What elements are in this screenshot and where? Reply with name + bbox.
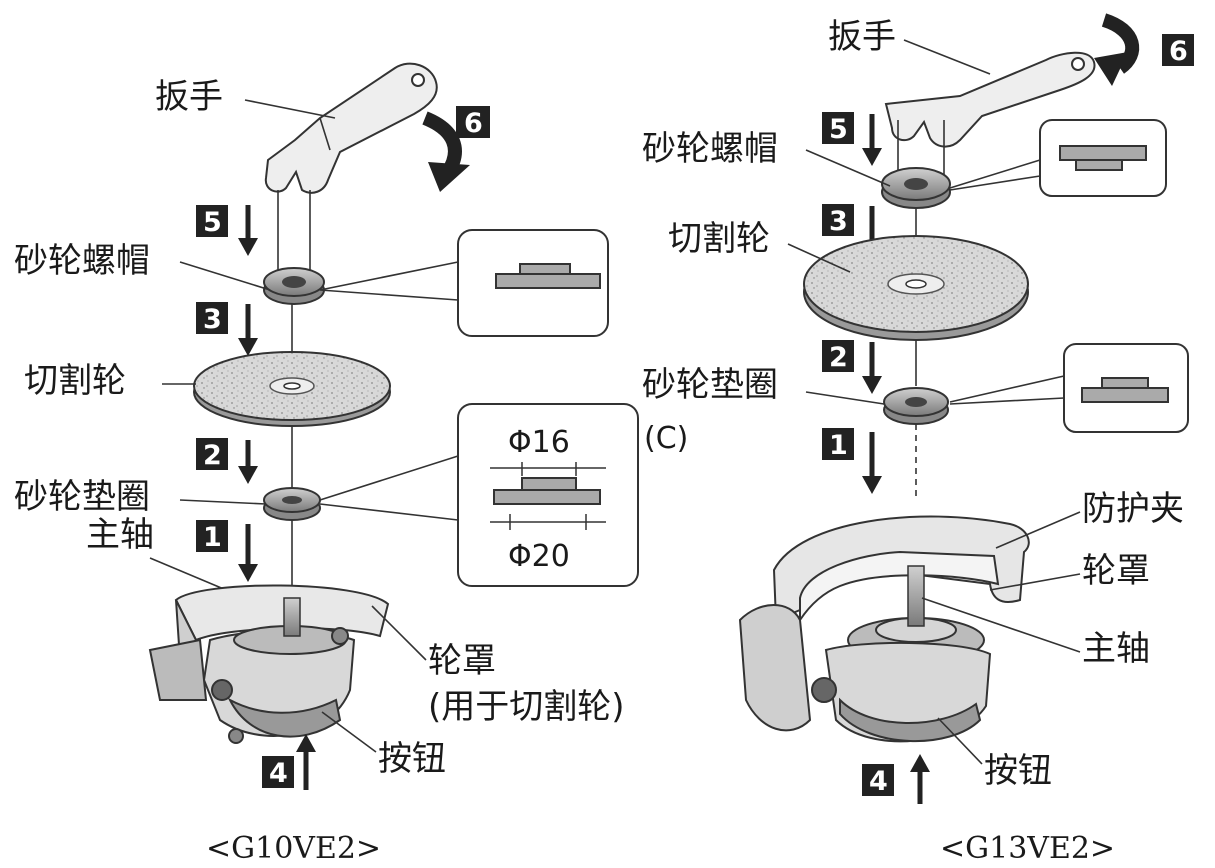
left-diameter-bottom: Φ20 xyxy=(508,539,570,574)
left-step-1: 1 xyxy=(196,520,258,582)
right-step-2: 2 xyxy=(822,340,882,394)
right-cutting-wheel-leader xyxy=(787,243,851,273)
right-rotate-arrow xyxy=(1094,13,1140,86)
right-spindle-leader xyxy=(921,597,1081,653)
left-washer-detail-box xyxy=(457,403,639,587)
left-step-2: 2 xyxy=(196,438,258,484)
left-diagram: 扳手 6 5 砂轮螺帽 xyxy=(14,62,688,866)
left-step-4: 4 xyxy=(262,734,316,790)
left-detail-tag: (C) xyxy=(644,421,688,456)
right-guard-leader xyxy=(989,573,1081,591)
right-nut-callout-leader xyxy=(949,159,1041,191)
right-diagram: 扳手 6 5 砂轮螺帽 xyxy=(642,13,1194,866)
left-wrench-leader xyxy=(244,99,336,119)
left-rotate-arrow xyxy=(422,111,470,192)
left-step-2-number: 2 xyxy=(203,440,222,471)
right-guard-clip-label: 防护夹 xyxy=(1082,489,1184,529)
left-washer-callout-leader xyxy=(319,455,459,521)
left-grinder-body xyxy=(148,584,390,744)
left-wheel-washer-label: 砂轮垫圈 xyxy=(14,477,150,517)
left-guard-note: (用于切割轮) xyxy=(428,687,625,727)
left-wheel-washer xyxy=(263,487,321,521)
left-wheel-washer-leader xyxy=(179,499,267,505)
right-wrench xyxy=(884,51,1096,148)
right-spindle-label: 主轴 xyxy=(1082,629,1150,669)
left-cutting-wheel xyxy=(193,351,391,427)
right-wheel-washer xyxy=(883,387,949,425)
right-step-6: 6 xyxy=(1162,34,1194,67)
right-step-2-number: 2 xyxy=(829,342,848,373)
left-wrench xyxy=(264,62,438,194)
right-guard-clip-leader xyxy=(995,511,1081,549)
right-model-caption: <G13VE2> xyxy=(940,831,1115,866)
right-nut-detail-box xyxy=(1039,119,1167,197)
left-step-5: 5 xyxy=(196,205,258,256)
right-step-6-number: 6 xyxy=(1169,36,1188,67)
right-washer-detail-box xyxy=(1063,343,1189,433)
right-grinder-body xyxy=(738,515,1030,743)
left-cutting-wheel-label: 切割轮 xyxy=(24,361,126,401)
left-step-1-number: 1 xyxy=(203,522,222,553)
right-step-4-number: 4 xyxy=(869,766,888,797)
left-step-6-number: 6 xyxy=(464,108,483,139)
right-step-5: 5 xyxy=(822,112,882,166)
right-wheel-nut xyxy=(881,167,951,209)
left-step-3-number: 3 xyxy=(203,304,222,335)
left-wheel-nut-leader xyxy=(179,261,271,291)
right-step-1: 1 xyxy=(822,428,882,494)
left-button-label: 按钮 xyxy=(378,739,446,779)
left-step-4-number: 4 xyxy=(269,758,288,789)
right-wheel-washer-label: 砂轮垫圈 xyxy=(642,365,778,405)
left-step-3: 3 xyxy=(196,302,258,356)
right-step-1-number: 1 xyxy=(829,430,848,461)
left-nut-detail-box xyxy=(457,229,609,337)
left-guard-leader xyxy=(371,605,427,661)
left-wheel-nut-label: 砂轮螺帽 xyxy=(14,241,150,281)
right-washer-callout-leader xyxy=(949,375,1065,405)
right-button-leader xyxy=(937,717,983,765)
right-wheel-nut-label: 砂轮螺帽 xyxy=(642,129,778,169)
left-button-leader xyxy=(321,711,377,753)
left-step-6: 6 xyxy=(456,106,490,139)
right-guard-label: 轮罩 xyxy=(1082,551,1150,591)
right-wheel-nut-leader xyxy=(805,149,891,187)
left-model-caption: <G10VE2> xyxy=(206,831,381,866)
right-wheel-washer-leader xyxy=(805,391,885,405)
right-step-5-number: 5 xyxy=(829,114,848,145)
left-spindle-label: 主轴 xyxy=(86,515,154,555)
right-button-label: 按钮 xyxy=(984,751,1052,791)
right-step-4: 4 xyxy=(862,754,930,804)
left-diameter-top: Φ16 xyxy=(508,425,570,460)
right-wrench-label: 扳手 xyxy=(828,17,896,57)
left-wrench-label: 扳手 xyxy=(155,77,223,117)
right-cutting-wheel-label: 切割轮 xyxy=(668,219,770,259)
left-nut-callout-leader xyxy=(319,261,459,301)
right-step-3-number: 3 xyxy=(829,206,848,237)
left-step-5-number: 5 xyxy=(203,207,222,238)
left-wheel-nut xyxy=(263,267,325,305)
right-cutting-wheel xyxy=(803,235,1029,341)
left-guard-label: 轮罩 xyxy=(428,641,496,681)
right-step-3: 3 xyxy=(822,204,882,260)
right-wrench-leader xyxy=(903,39,991,75)
